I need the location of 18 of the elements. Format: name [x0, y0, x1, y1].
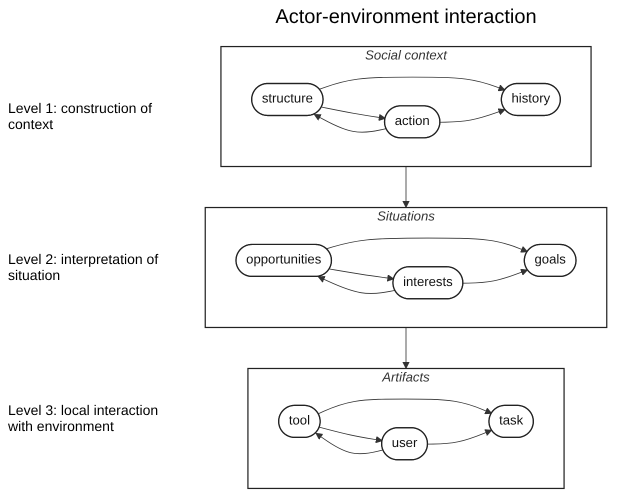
arrow [329, 268, 394, 282]
arrow [318, 398, 492, 414]
arrow [319, 426, 383, 443]
arrow [402, 166, 410, 208]
arrow [440, 108, 506, 122]
arrow [402, 326, 410, 368]
arrow [318, 76, 506, 91]
level-label: Level 2: interpretation of situation [8, 250, 160, 283]
arrow [462, 268, 528, 284]
arrow [427, 428, 492, 444]
level-label: Level 3: local interaction with environment [8, 402, 160, 434]
diagram-title: Actor-environment interaction [274, 6, 538, 29]
arrow [314, 114, 387, 132]
level-label: Level 1: construction of context [8, 100, 153, 132]
arrow [326, 237, 528, 252]
arrow [316, 432, 384, 454]
arrow [321, 106, 386, 120]
arrow [318, 276, 396, 294]
